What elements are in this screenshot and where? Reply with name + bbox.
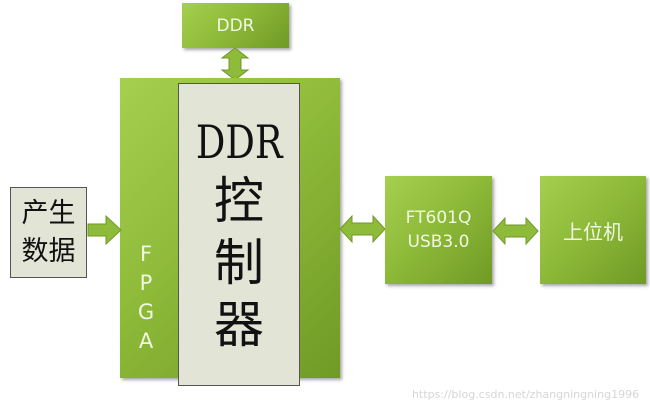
ddr-bidirectional-arrow	[220, 47, 250, 81]
usb-chip-name: FT601Q	[405, 208, 472, 228]
watermark: https://blog.csdn.net/zhangningning1996	[412, 388, 640, 401]
ddr-controller-block: DDR 控制器	[178, 83, 300, 386]
usb-standard: USB3.0	[407, 232, 470, 252]
data-source-block: 产生数据	[10, 187, 87, 278]
host-computer-block: 上位机	[540, 176, 646, 284]
controller-title: DDR	[195, 114, 283, 169]
controller-subtitle: 控制器	[214, 171, 264, 354]
usb-host-bidirectional-arrow	[492, 216, 539, 246]
usb-chip-block: FT601Q USB3.0	[385, 176, 492, 284]
fpga-usb-bidirectional-arrow	[339, 214, 386, 244]
source-to-fpga-arrow	[87, 214, 122, 246]
fpga-label: F P G A	[137, 242, 155, 353]
ddr-label: DDR	[216, 15, 255, 36]
host-label: 上位机	[563, 219, 623, 244]
source-label: 产生数据	[21, 197, 76, 267]
ddr-memory-block: DDR	[182, 3, 289, 48]
